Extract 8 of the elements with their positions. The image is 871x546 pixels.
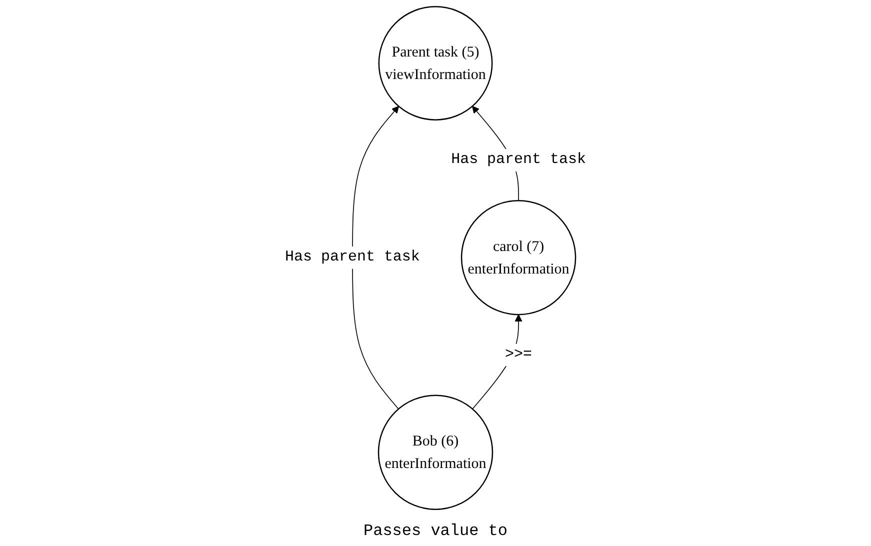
node-circle: carol (7) enterInformation	[460, 200, 576, 316]
node-circle: Bob (6) enterInformation	[378, 394, 494, 510]
arrow	[352, 106, 400, 410]
note-text: Passes value to	[363, 522, 508, 540]
edge-label: >>=	[505, 346, 532, 363]
edge-label: Has parent task	[285, 248, 420, 266]
node-circle: Parent task (5) viewInformation	[378, 6, 493, 120]
edge-label: Has parent task	[451, 151, 586, 168]
